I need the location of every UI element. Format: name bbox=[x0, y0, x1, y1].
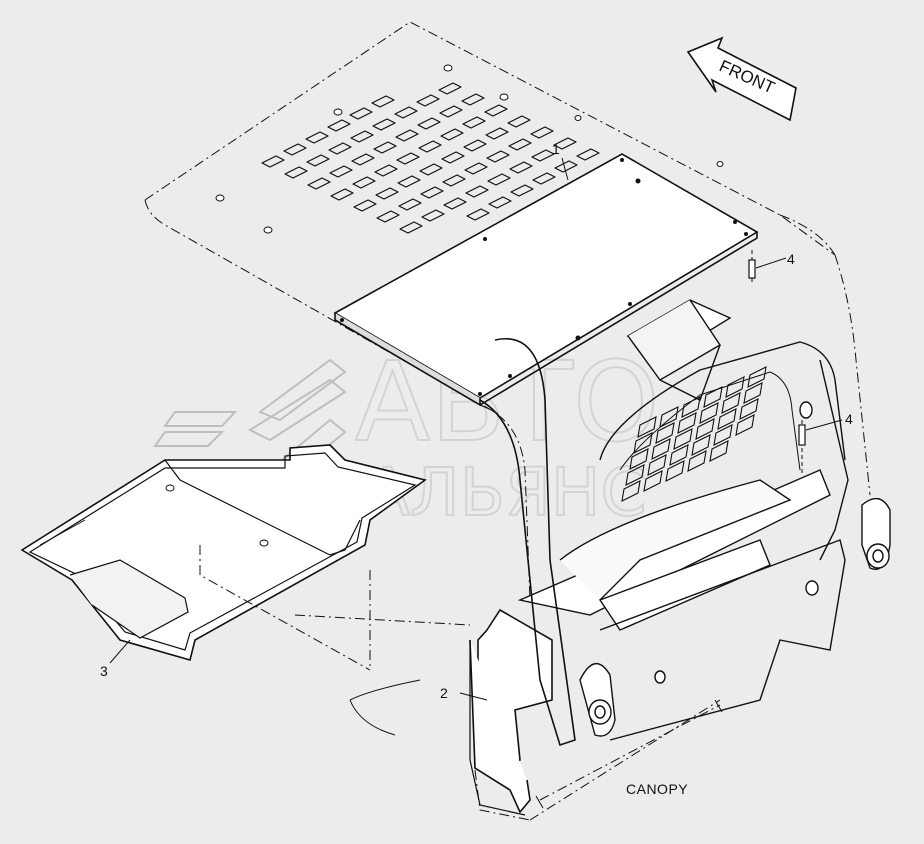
rear-window-grid bbox=[621, 366, 767, 502]
canopy-dimension-line bbox=[535, 699, 723, 809]
roof-holes bbox=[215, 64, 724, 234]
canopy-front-edge bbox=[469, 640, 526, 816]
leader-3 bbox=[109, 639, 131, 664]
canopy-roof bbox=[144, 21, 871, 496]
front-arrow: FRONT bbox=[686, 36, 797, 122]
callout-4-top: 4 bbox=[787, 251, 795, 267]
roof-vent-grid bbox=[261, 82, 600, 234]
part-3-floor-mat bbox=[20, 444, 427, 661]
leader-1 bbox=[561, 157, 569, 181]
part-2-side-panel bbox=[469, 338, 576, 814]
callout-4-right: 4 bbox=[845, 411, 853, 427]
leader-2 bbox=[459, 692, 488, 701]
part-4-fastener-top bbox=[748, 250, 787, 285]
part-4-fastener-right bbox=[798, 419, 843, 475]
callout-3: 3 bbox=[100, 663, 108, 679]
canopy-side-phantom bbox=[474, 404, 721, 821]
floor-phantom-lines bbox=[199, 545, 471, 671]
watermark-line2: АЛЬЯНС bbox=[365, 454, 647, 531]
part-1-holes bbox=[340, 158, 748, 396]
callout-2: 2 bbox=[440, 685, 448, 701]
callout-1: 1 bbox=[552, 141, 560, 157]
part-1-headliner-panel bbox=[333, 153, 759, 407]
canopy-label: CANOPY bbox=[626, 781, 688, 797]
canopy-rear-frame bbox=[517, 299, 891, 741]
floor-edge bbox=[349, 679, 421, 736]
